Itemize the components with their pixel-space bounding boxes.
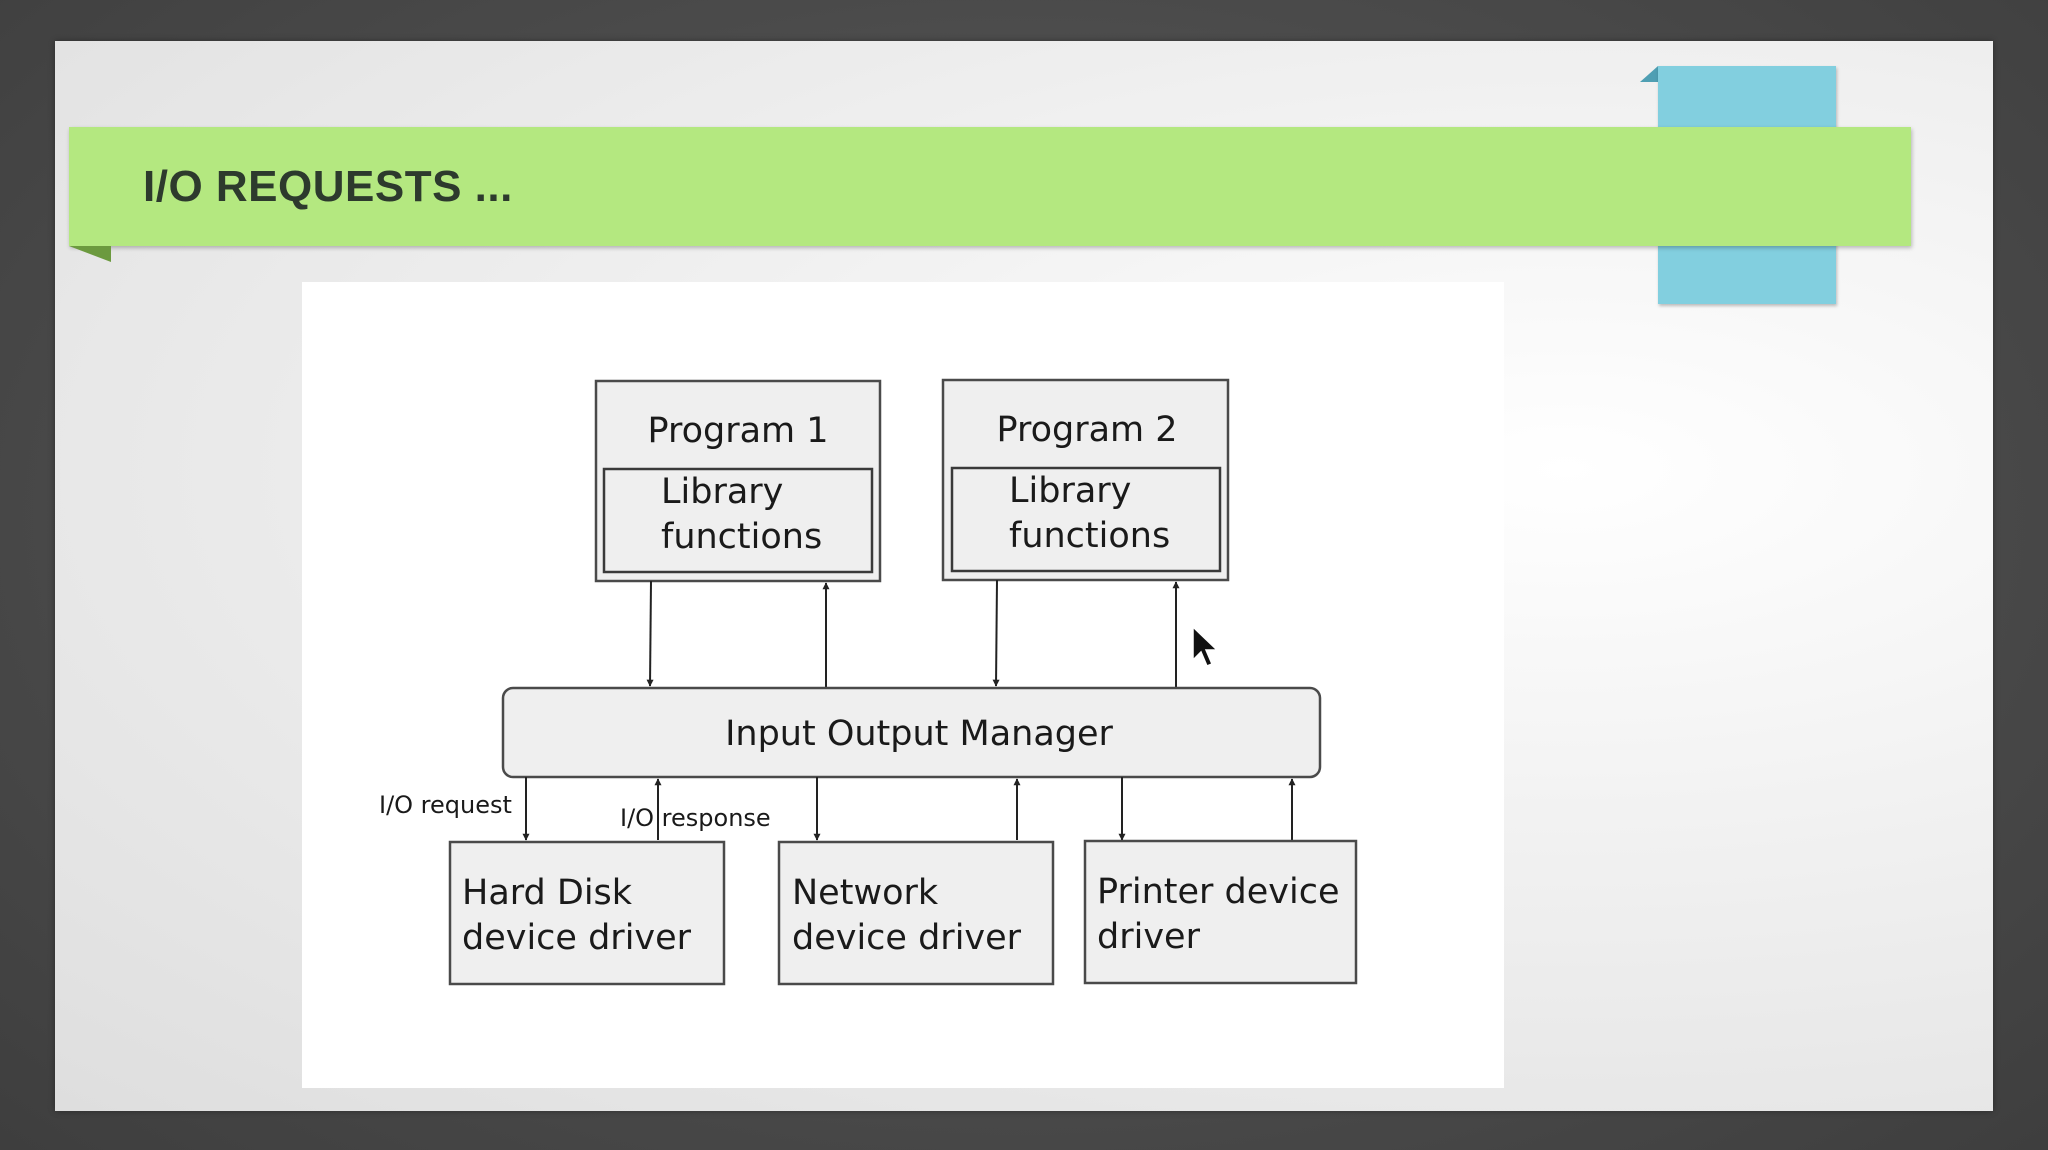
program-2-box: Program 2 Library functions (941, 378, 1230, 582)
tab-fold-decoration (1640, 66, 1658, 82)
program-1-box: Program 1 Library functions (594, 379, 882, 583)
diagram-image: Program 1 Library functions Program 2 Li… (302, 282, 1504, 1088)
printer-driver-box: Printer device driver (1083, 839, 1358, 985)
network-driver-line1: Network (792, 873, 939, 913)
io-request-label: I/O request (379, 791, 512, 819)
harddisk-driver-line1: Hard Disk (462, 873, 633, 913)
slide: I/O REQUESTS ... Program 1 Library funct… (55, 41, 1993, 1111)
title-banner: I/O REQUESTS ... (69, 127, 1911, 246)
program-1-library-line1: Library (661, 472, 783, 512)
program-1-library-line2: functions (661, 517, 822, 557)
io-manager-label: Input Output Manager (725, 714, 1113, 754)
io-diagram: Program 1 Library functions Program 2 Li… (379, 378, 1358, 986)
arrow-program1-down (646, 580, 654, 687)
io-response-label: I/O response (620, 804, 771, 832)
network-driver-line2: device driver (792, 918, 1022, 958)
program-1-library-box (602, 467, 874, 574)
printer-driver-line2: driver (1097, 917, 1201, 957)
program-1-label: Program 1 (647, 411, 828, 451)
io-manager-box: Input Output Manager (501, 686, 1322, 779)
arrow-program2-down (992, 579, 1000, 687)
network-driver-box: Network device driver (777, 840, 1055, 986)
program-2-library-box (950, 466, 1222, 573)
harddisk-driver-line2: device driver (462, 918, 692, 958)
slide-title: I/O REQUESTS ... (143, 162, 513, 211)
program-2-library-line1: Library (1009, 471, 1131, 511)
banner-fold-decoration (69, 246, 111, 262)
program-2-label: Program 2 (996, 410, 1177, 450)
printer-driver-line1: Printer device (1097, 872, 1340, 912)
harddisk-driver-box: Hard Disk device driver (448, 840, 726, 986)
program-2-library-line2: functions (1009, 516, 1170, 556)
mouse-pointer-icon (1192, 626, 1218, 667)
